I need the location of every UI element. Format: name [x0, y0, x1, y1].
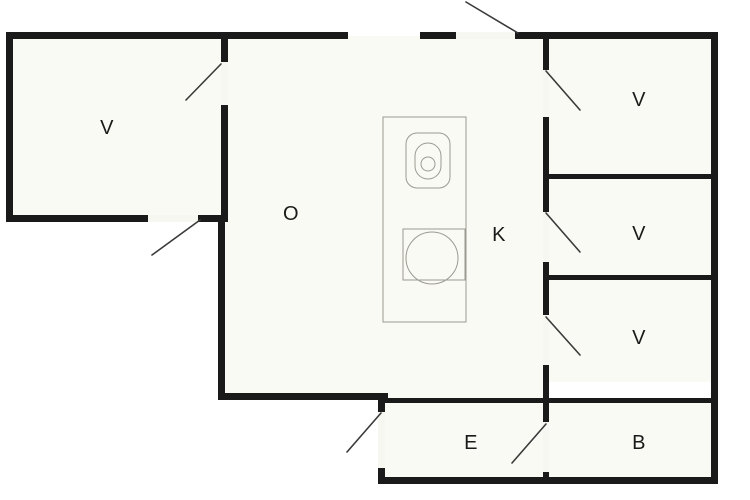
room-fill-room-v-left	[10, 36, 225, 219]
room-fill-room-o	[224, 36, 387, 398]
door-swing-door-entry-top	[465, 1, 519, 34]
wall-interior-wall-o-left-lower	[218, 215, 225, 400]
wall-interior-wall-v-o-vertical-upper	[221, 32, 228, 62]
door-gap-door-k-to-v-middle[interactable]	[543, 212, 549, 262]
door-gap-door-k-to-v-top[interactable]	[543, 70, 549, 117]
room-fill-room-v-right-middle	[549, 179, 715, 275]
door-swings-group	[151, 1, 581, 464]
wall-interior-wall-k-right-mid1	[543, 117, 549, 212]
room-label-room-v-right-middle: V	[632, 223, 646, 245]
appliance-drum-circle	[405, 231, 459, 285]
wall-exterior-wall-left-outer	[6, 32, 13, 222]
wall-interior-wall-right-divider-2	[549, 275, 718, 280]
door-gap-door-v-bottom[interactable]	[148, 215, 198, 222]
wall-interior-wall-e-left-upper	[378, 396, 385, 412]
wall-interior-wall-k-right-upper	[543, 36, 549, 70]
door-swing-door-k-to-v-top	[545, 70, 581, 111]
wall-interior-wall-e-left-lower	[378, 468, 385, 484]
room-fill-room-v-right-lower	[549, 280, 715, 382]
room-label-room-v-right-lower: V	[632, 327, 646, 349]
door-gaps-group	[148, 32, 549, 472]
door-swing-door-k-to-v-lower	[545, 316, 581, 356]
room-label-room-v-left: V	[100, 117, 114, 139]
wall-exterior-wall-bottom-o	[218, 393, 388, 400]
wall-exterior-wall-bottom-main	[381, 477, 718, 484]
fixture-block-outline	[382, 116, 467, 323]
room-label-room-k: K	[492, 224, 506, 246]
toilet-fixture	[405, 132, 451, 189]
room-label-room-v-right-top: V	[632, 89, 646, 111]
wall-interior-wall-e-b-vertical-upper	[543, 403, 549, 422]
wall-exterior-wall-bottom-v-right	[198, 215, 228, 222]
room-label-room-b: B	[632, 432, 646, 454]
wall-exterior-wall-top-far-right	[515, 32, 718, 39]
door-gap-door-entry-top[interactable]	[456, 32, 515, 39]
toilet-bowl-oval	[414, 142, 442, 180]
wall-interior-wall-e-b-divider-top	[384, 398, 718, 403]
wall-interior-wall-k-right-mid2	[543, 262, 549, 315]
door-gap-door-o-to-e[interactable]	[378, 412, 385, 468]
door-swing-door-k-to-v-middle	[545, 212, 581, 253]
door-gap-door-k-to-v-lower[interactable]	[543, 315, 549, 365]
room-label-room-o: O	[283, 203, 299, 225]
toilet-flush-circle	[420, 156, 436, 172]
room-fill-room-k	[387, 36, 543, 398]
wall-exterior-wall-top-right-segment	[420, 32, 456, 39]
room-label-room-e: E	[464, 432, 478, 454]
appliance-square	[402, 228, 466, 281]
wall-interior-wall-e-b-vertical-lower	[543, 472, 549, 484]
door-swing-door-o-to-e	[346, 412, 382, 453]
wall-interior-wall-right-divider-1	[549, 174, 718, 179]
wall-exterior-wall-top-center	[228, 32, 348, 39]
wall-interior-wall-k-right-lower	[543, 365, 549, 403]
room-fill-room-e	[384, 403, 543, 481]
room-fill-room-b	[549, 403, 715, 481]
wall-exterior-wall-right-outer	[711, 32, 718, 484]
door-swing-door-v-to-o	[185, 63, 222, 101]
door-gap-door-v-to-o[interactable]	[221, 62, 228, 105]
door-swing-door-v-bottom	[151, 219, 201, 256]
door-swing-door-e-to-b	[511, 423, 547, 464]
wall-exterior-wall-bottom-v-left	[6, 215, 148, 222]
room-labels-group: V O K V V V E B	[100, 89, 646, 454]
door-gap-door-e-to-b[interactable]	[543, 422, 549, 472]
fixtures-group	[382, 116, 467, 323]
walls-group	[6, 32, 718, 484]
wall-exterior-wall-top-left	[6, 32, 228, 39]
wall-interior-wall-v-o-vertical-lower	[221, 105, 228, 222]
